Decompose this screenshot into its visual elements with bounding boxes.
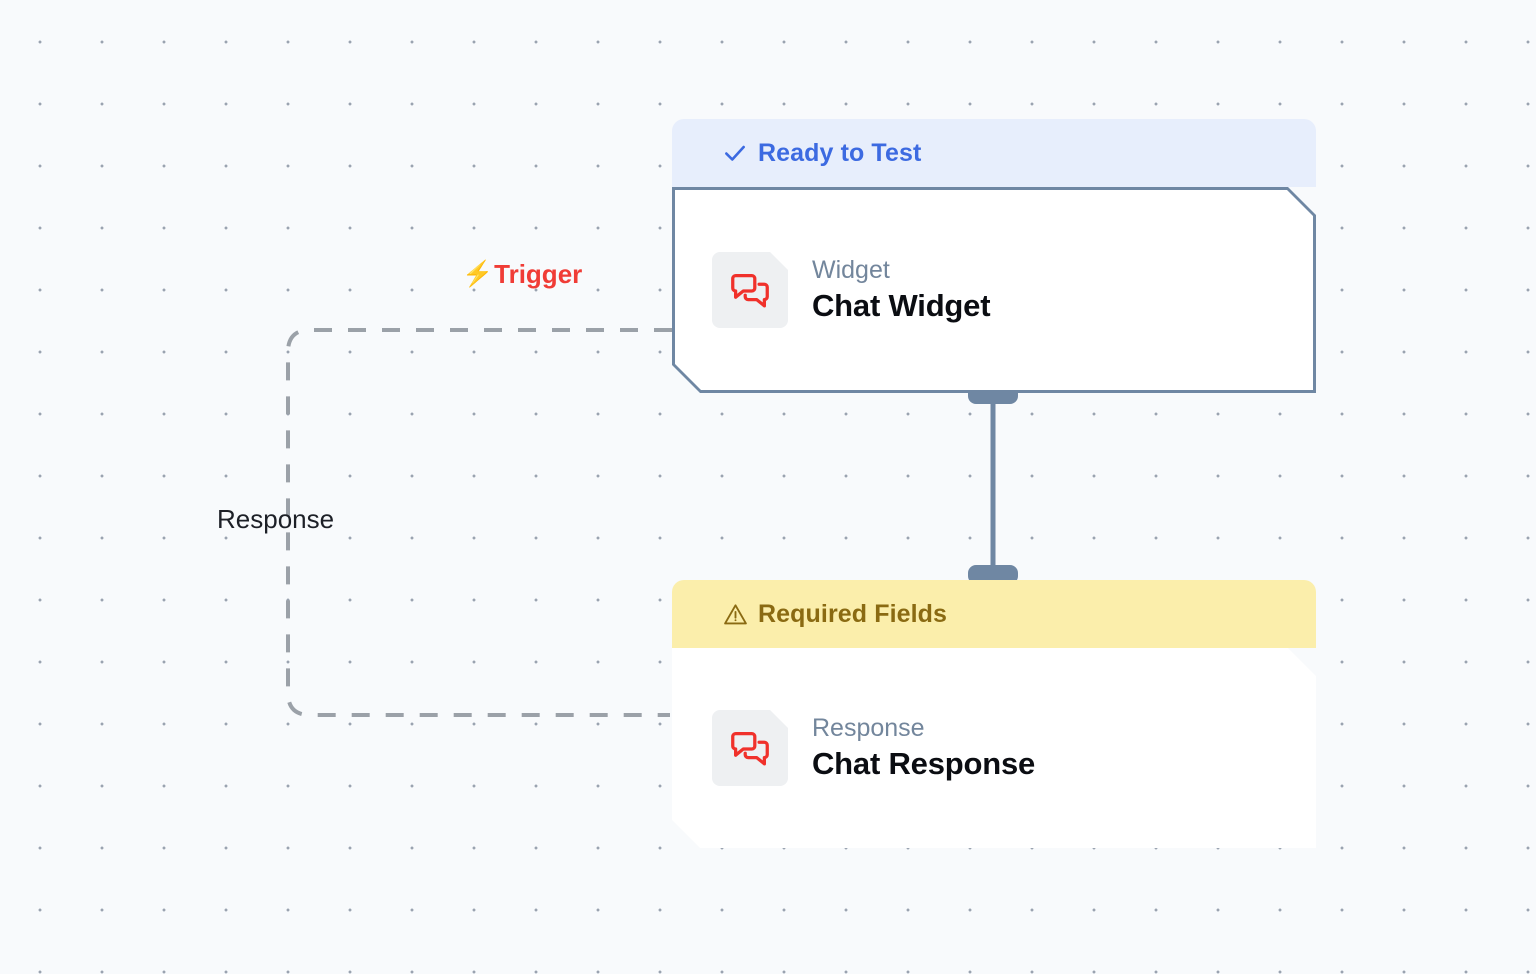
chat-response-status-label: Required Fields (758, 599, 948, 628)
chat-widget-subtitle: Widget (812, 256, 890, 285)
edge-label-trigger-text: Trigger (494, 259, 583, 289)
warning-triangle-icon (722, 601, 748, 627)
chat-response-status-header[interactable]: Required Fields (672, 580, 1316, 648)
chat-widget-node[interactable]: Ready to Test Widget Chat Widget (672, 119, 1316, 393)
chat-widget-content: Widget Chat Widget (672, 187, 1316, 393)
chat-response-body[interactable]: Response Chat Response (672, 648, 1316, 848)
edge-label-response[interactable]: Response (217, 504, 335, 534)
chat-widget-body[interactable]: Widget Chat Widget (672, 187, 1316, 393)
chat-response-node[interactable]: Required Fields Response Chat Response (672, 580, 1316, 848)
chat-bubbles-icon (712, 252, 788, 328)
edge-label-trigger[interactable]: ⚡ Trigger (462, 261, 582, 287)
chat-response-subtitle: Response (812, 714, 925, 743)
chat-widget-status-header[interactable]: Ready to Test (672, 119, 1316, 187)
chat-bubbles-icon (712, 710, 788, 786)
chat-response-content: Response Chat Response (672, 648, 1316, 848)
response-edge-path (286, 328, 672, 717)
check-icon (722, 140, 748, 166)
chat-widget-status-label: Ready to Test (758, 138, 922, 167)
lightning-bolt-icon: ⚡ (462, 259, 494, 288)
chat-response-title: Chat Response (812, 746, 1036, 782)
chat-response-text: Response Chat Response (812, 714, 1035, 781)
chat-widget-text: Widget Chat Widget (812, 256, 991, 324)
chat-widget-title: Chat Widget (812, 288, 991, 324)
